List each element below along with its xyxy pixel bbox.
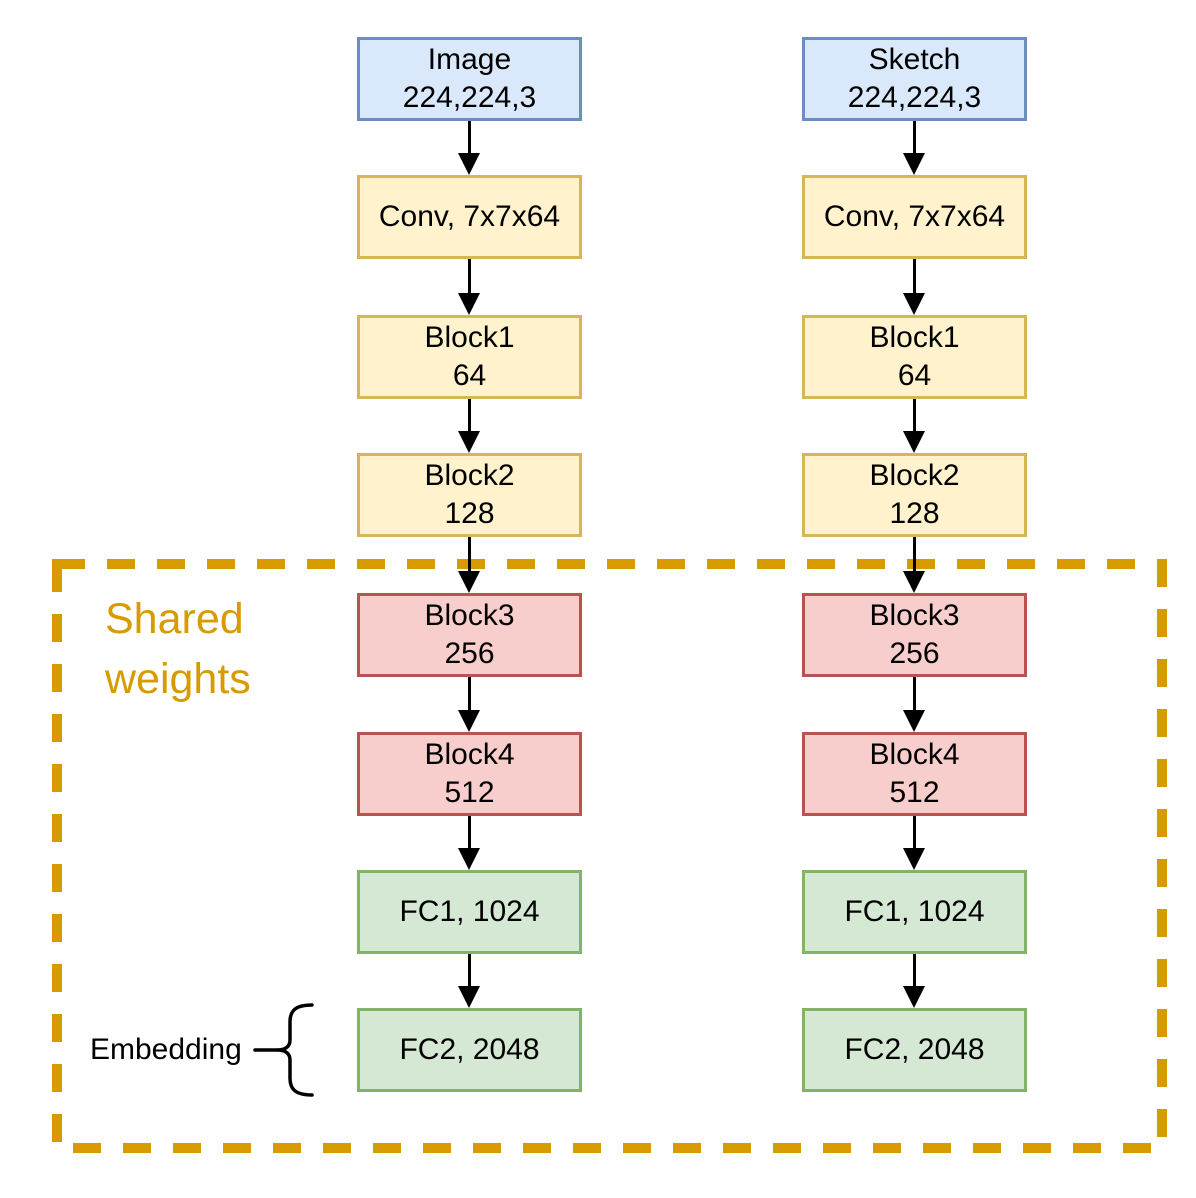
node-label: FC1, 1024 [399,895,540,928]
node-label: FC2, 2048 [844,1033,985,1066]
node-value: 64 [452,359,487,392]
down-arrow-icon [457,816,481,870]
node-value: 512 [889,776,940,809]
node-sketch-input: Sketch 224,224,3 [802,37,1027,121]
node-value: 224,224,3 [847,81,982,114]
node-label: Block4 [869,738,960,771]
down-arrow-icon [902,399,926,453]
node-label: Image [427,43,512,76]
down-arrow-icon [457,399,481,453]
node-image-block4: Block4 512 [357,732,582,816]
arrow-head [903,293,925,315]
node-label: Block1 [424,321,515,354]
node-label: Block3 [869,599,960,632]
arrow-head [903,710,925,732]
arrow-head [458,431,480,453]
arrow-head [458,293,480,315]
node-image-block1: Block1 64 [357,315,582,399]
down-arrow-icon [457,537,481,593]
arrow-head [458,710,480,732]
arrow-shaft [912,259,916,293]
arrow-shaft [912,121,916,153]
arrow-head [458,153,480,175]
arrow-shaft [912,954,916,986]
arrow-head [903,571,925,593]
node-image-block3: Block3 256 [357,593,582,677]
node-value: 256 [444,637,495,670]
down-arrow-icon [457,954,481,1008]
arrow-shaft [912,537,916,571]
arrow-shaft [467,954,471,986]
arrow-shaft [467,121,471,153]
node-value: 128 [889,497,940,530]
down-arrow-icon [902,121,926,175]
node-sketch-fc2: FC2, 2048 [802,1008,1027,1092]
arrow-shaft [467,816,471,848]
node-label: Sketch [868,43,961,76]
node-sketch-block1: Block1 64 [802,315,1027,399]
arrow-shaft [467,537,471,571]
node-value: 224,224,3 [402,81,537,114]
node-label: Conv, 7x7x64 [378,200,561,233]
arrow-shaft [467,259,471,293]
node-label: FC1, 1024 [844,895,985,928]
arrow-shaft [912,399,916,431]
node-image-fc1: FC1, 1024 [357,870,582,954]
arrow-head [458,571,480,593]
arrow-shaft [467,677,471,710]
node-sketch-block2: Block2 128 [802,453,1027,537]
arrow-head [903,986,925,1008]
node-sketch-conv: Conv, 7x7x64 [802,175,1027,259]
node-value: 64 [897,359,932,392]
node-label: Block1 [869,321,960,354]
shared-weights-label-line1: Shared [105,595,244,643]
node-value: 512 [444,776,495,809]
arrow-head [458,848,480,870]
node-label: Block3 [424,599,515,632]
down-arrow-icon [457,121,481,175]
node-image-conv: Conv, 7x7x64 [357,175,582,259]
arrow-shaft [467,399,471,431]
shared-weights-label: Shared weights [105,589,251,709]
embedding-brace-icon [253,1003,314,1097]
down-arrow-icon [457,677,481,732]
down-arrow-icon [902,259,926,315]
node-sketch-fc1: FC1, 1024 [802,870,1027,954]
node-value: 128 [444,497,495,530]
arrow-head [903,153,925,175]
embedding-label: Embedding [90,1033,242,1066]
node-label: FC2, 2048 [399,1033,540,1066]
arrow-shaft [912,677,916,710]
arrow-head [903,431,925,453]
arrow-shaft [912,816,916,848]
shared-weights-label-line2: weights [105,655,251,703]
arrow-head [458,986,480,1008]
node-label: Block2 [869,459,960,492]
down-arrow-icon [902,816,926,870]
down-arrow-icon [457,259,481,315]
node-value: 256 [889,637,940,670]
node-sketch-block3: Block3 256 [802,593,1027,677]
down-arrow-icon [902,954,926,1008]
down-arrow-icon [902,677,926,732]
node-label: Block2 [424,459,515,492]
node-label: Conv, 7x7x64 [823,200,1006,233]
node-image-block2: Block2 128 [357,453,582,537]
node-image-input: Image 224,224,3 [357,37,582,121]
node-image-fc2: FC2, 2048 [357,1008,582,1092]
down-arrow-icon [902,537,926,593]
arrow-head [903,848,925,870]
node-label: Block4 [424,738,515,771]
node-sketch-block4: Block4 512 [802,732,1027,816]
